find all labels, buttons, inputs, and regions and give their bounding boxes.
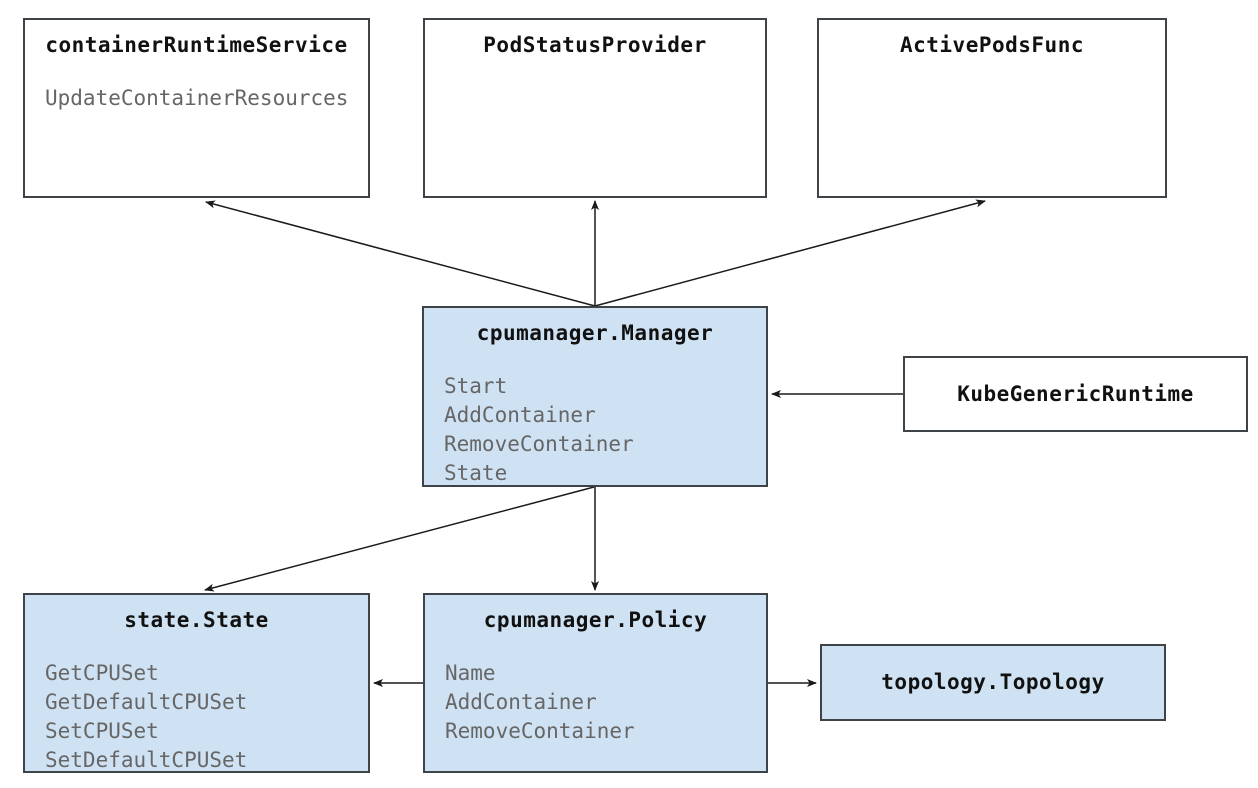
node-title-cpumanager-policy: cpumanager.Policy	[445, 608, 746, 633]
node-title-kube-generic-runtime: KubeGenericRuntime	[925, 382, 1226, 407]
node-title-container-runtime-service: containerRuntimeService	[45, 33, 348, 58]
method-state-state-1: GetDefaultCPUSet	[45, 688, 348, 717]
method-state-state-0: GetCPUSet	[45, 659, 348, 688]
node-methods-cpumanager-policy: NameAddContainerRemoveContainer	[445, 659, 746, 746]
edge-cpumanager-manager-to-active-pods-func	[595, 201, 985, 306]
edge-cpumanager-manager-to-container-runtime-service	[206, 202, 595, 306]
edge-cpumanager-manager-to-state-state	[205, 487, 594, 590]
method-state-state-3: SetDefaultCPUSet	[45, 746, 348, 775]
node-kube-generic-runtime: KubeGenericRuntime	[903, 356, 1248, 432]
node-title-topology-topology: topology.Topology	[842, 670, 1144, 695]
node-title-state-state: state.State	[45, 608, 348, 633]
method-cpumanager-manager-0: Start	[444, 372, 746, 401]
method-cpumanager-policy-2: RemoveContainer	[445, 717, 746, 746]
node-cpumanager-manager: cpumanager.ManagerStartAddContainerRemov…	[422, 306, 768, 487]
node-title-active-pods-func: ActivePodsFunc	[839, 33, 1145, 58]
node-topology-topology: topology.Topology	[820, 644, 1166, 721]
method-cpumanager-manager-3: State	[444, 459, 746, 488]
node-methods-cpumanager-manager: StartAddContainerRemoveContainerState	[444, 372, 746, 488]
node-methods-state-state: GetCPUSetGetDefaultCPUSetSetCPUSetSetDef…	[45, 659, 348, 775]
node-title-pod-status-provider: PodStatusProvider	[445, 33, 745, 58]
node-state-state: state.StateGetCPUSetGetDefaultCPUSetSetC…	[23, 593, 370, 773]
node-methods-container-runtime-service: UpdateContainerResources	[45, 84, 348, 113]
method-container-runtime-service-0: UpdateContainerResources	[45, 84, 348, 113]
method-state-state-2: SetCPUSet	[45, 717, 348, 746]
method-cpumanager-policy-1: AddContainer	[445, 688, 746, 717]
node-pod-status-provider: PodStatusProvider	[423, 18, 767, 198]
node-active-pods-func: ActivePodsFunc	[817, 18, 1167, 198]
method-cpumanager-manager-2: RemoveContainer	[444, 430, 746, 459]
node-container-runtime-service: containerRuntimeServiceUpdateContainerRe…	[23, 18, 370, 198]
node-title-cpumanager-manager: cpumanager.Manager	[444, 321, 746, 346]
node-cpumanager-policy: cpumanager.PolicyNameAddContainerRemoveC…	[423, 593, 768, 773]
method-cpumanager-manager-1: AddContainer	[444, 401, 746, 430]
method-cpumanager-policy-0: Name	[445, 659, 746, 688]
